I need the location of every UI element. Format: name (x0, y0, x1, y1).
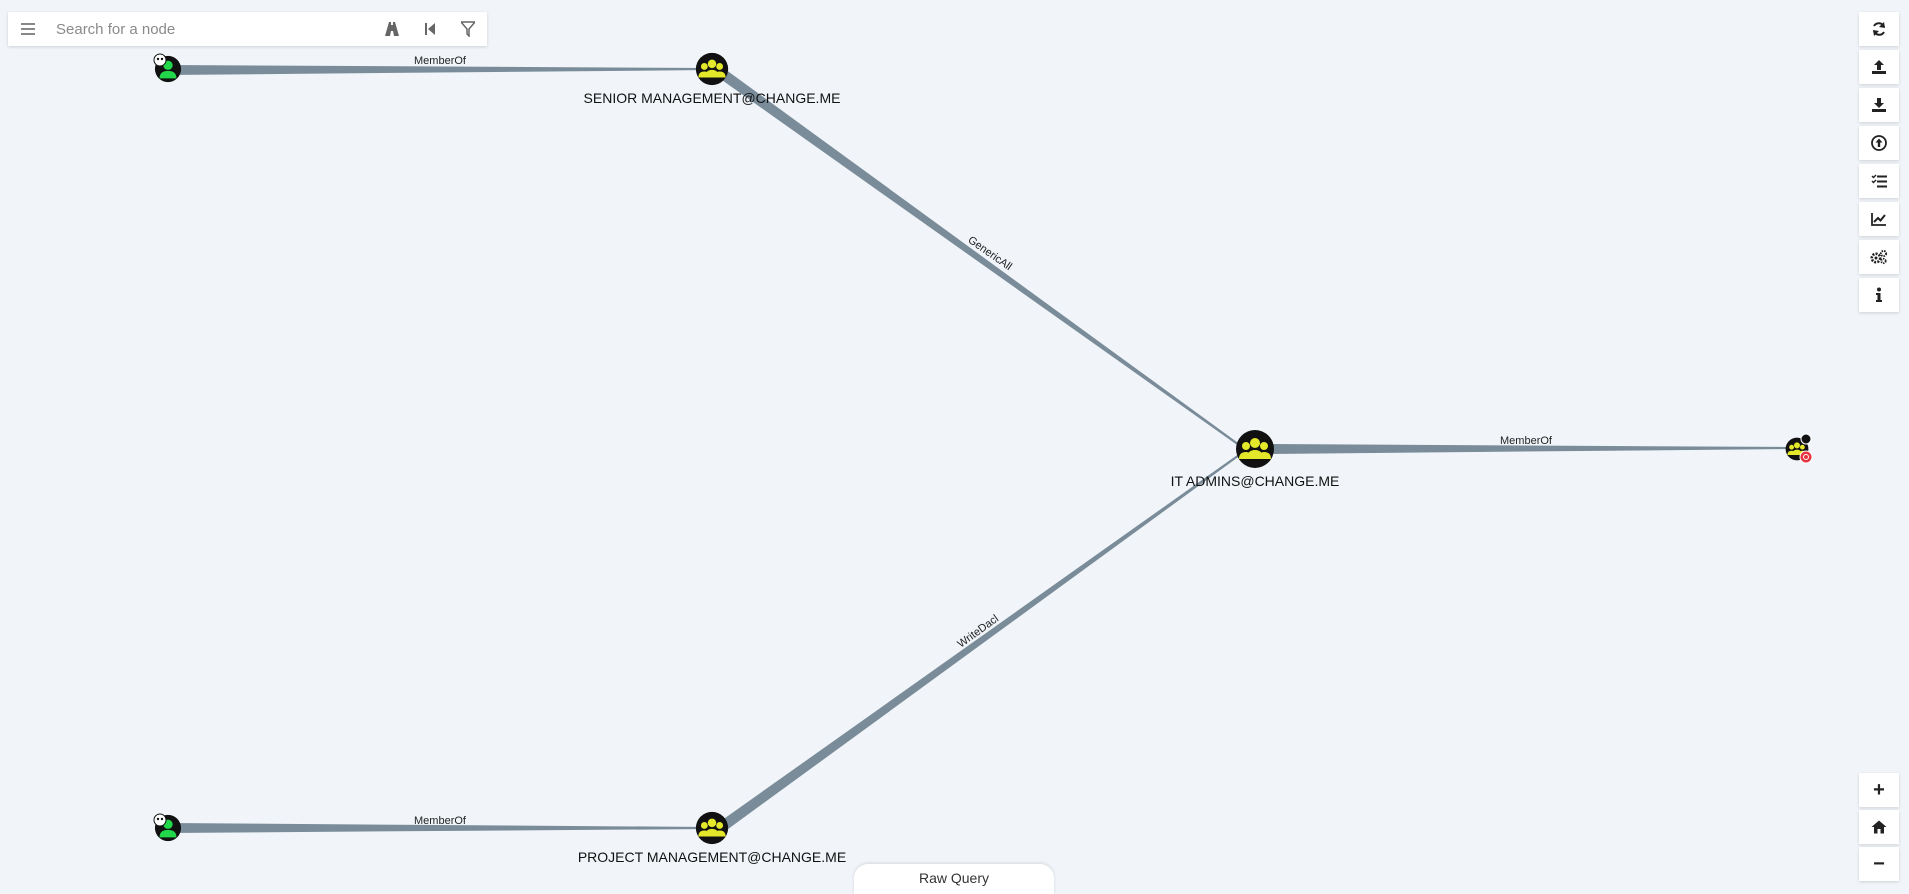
node-label-itadmins: IT ADMINS@CHANGE.ME (1171, 473, 1340, 489)
step-back-icon[interactable] (411, 12, 449, 46)
edge-user1-senior[interactable]: MemberOf (168, 55, 712, 75)
database-info-button[interactable] (1859, 202, 1899, 236)
search-bar (8, 12, 487, 46)
right-toolbar (1859, 12, 1899, 316)
node-user1[interactable] (153, 53, 182, 83)
edge-user2-project[interactable]: MemberOf (168, 815, 712, 833)
search-input[interactable] (48, 14, 373, 44)
chart-icon (1871, 213, 1886, 226)
skull-eye (156, 57, 160, 61)
home-button[interactable] (1859, 810, 1899, 844)
edge-label-memberof-1: MemberOf (414, 55, 467, 67)
zoom-controls: + − (1859, 773, 1899, 884)
node-senior-management[interactable]: SENIOR MANAGEMENT@CHANGE.ME (584, 52, 841, 106)
group-icon (695, 52, 729, 86)
target-ring (1803, 454, 1809, 460)
road-icon[interactable] (373, 12, 411, 46)
node-label-senior: SENIOR MANAGEMENT@CHANGE.ME (584, 90, 841, 106)
list-icon (1871, 174, 1887, 188)
node-group-target[interactable] (1785, 433, 1813, 464)
raw-query-toggle[interactable]: Raw Query (854, 864, 1054, 894)
edge-senior-itadmins[interactable]: GenericAll (712, 64, 1241, 447)
edge-itadmins-target[interactable]: MemberOf (1268, 435, 1790, 454)
edge-label-memberof-3: MemberOf (1500, 435, 1553, 447)
settings-button[interactable] (1859, 240, 1899, 274)
about-button[interactable] (1859, 278, 1899, 312)
node-label-project: PROJECT MANAGEMENT@CHANGE.ME (578, 849, 846, 865)
info-icon (1876, 287, 1882, 302)
node-project-management[interactable]: PROJECT MANAGEMENT@CHANGE.ME (578, 811, 846, 865)
refresh-button[interactable] (1859, 12, 1899, 46)
upload-data-button[interactable] (1859, 126, 1899, 160)
group-icon (695, 811, 729, 845)
refresh-icon (1873, 22, 1885, 36)
hamburger-icon[interactable] (8, 12, 48, 46)
zoom-in-button[interactable]: + (1859, 773, 1899, 807)
upload-circle-icon (1871, 135, 1887, 151)
queries-button[interactable] (1859, 164, 1899, 198)
skull-badge-icon (153, 813, 167, 827)
download-icon (1872, 98, 1886, 112)
skull-eye (160, 57, 164, 61)
zoom-out-button[interactable]: − (1859, 847, 1899, 881)
owned-badge-icon (1800, 433, 1812, 445)
export-button[interactable] (1859, 50, 1899, 84)
home-icon (1871, 820, 1887, 834)
edge-project-itadmins[interactable]: WriteDacl (718, 453, 1241, 832)
target-badge-icon (1799, 450, 1813, 464)
gears-icon (1870, 249, 1888, 265)
group-icon (1236, 430, 1274, 468)
skull-eye (160, 817, 164, 821)
skull-badge-icon (153, 53, 167, 67)
import-button[interactable] (1859, 88, 1899, 122)
edge-label-memberof-2: MemberOf (414, 815, 467, 827)
skull-eye (156, 817, 160, 821)
node-it-admins[interactable]: IT ADMINS@CHANGE.ME (1171, 430, 1340, 489)
node-user2[interactable] (153, 813, 182, 842)
filter-icon[interactable] (449, 12, 487, 46)
upload-icon (1872, 60, 1886, 74)
